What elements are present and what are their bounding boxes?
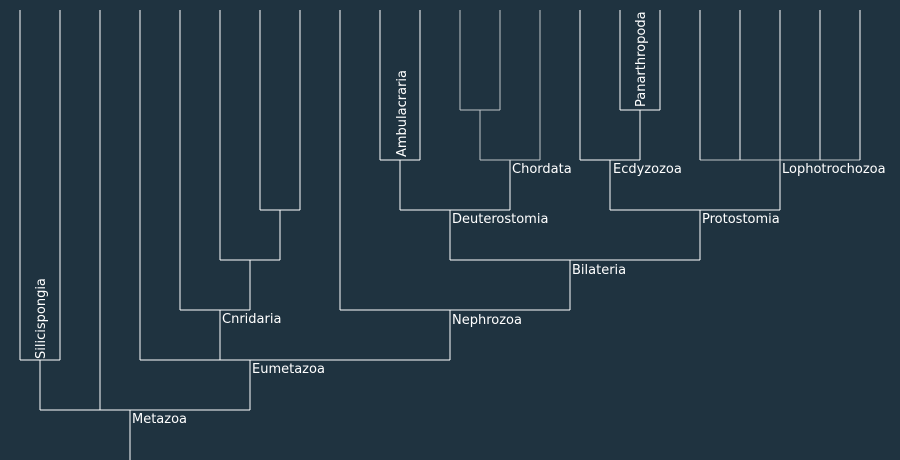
tree-branches (19, 10, 861, 460)
label-eumetazoa: Eumetazoa (252, 362, 325, 377)
label-nephrozoa: Nephrozoa (452, 313, 522, 328)
label-bilateria: Bilateria (572, 263, 626, 278)
label-chordata: Chordata (512, 162, 572, 177)
label-protostomia: Protostomia (702, 212, 780, 227)
label-ambulacraria: Ambulacraria (395, 70, 410, 157)
label-cnidaria: Cnridaria (222, 312, 281, 327)
label-silicispongia: Silicispongia (34, 278, 49, 359)
label-lophotrochozoa: Lophotrochozoa (782, 162, 886, 177)
label-deuterostomia: Deuterostomia (452, 212, 548, 227)
label-ecdyzozoa: Ecdyzozoa (613, 162, 682, 177)
label-panarthropoda: Panarthropoda (634, 11, 649, 107)
label-metazoa: Metazoa (132, 412, 187, 427)
clade-labels: Metazoa Eumetazoa Cnridaria Nephrozoa Bi… (34, 11, 886, 427)
